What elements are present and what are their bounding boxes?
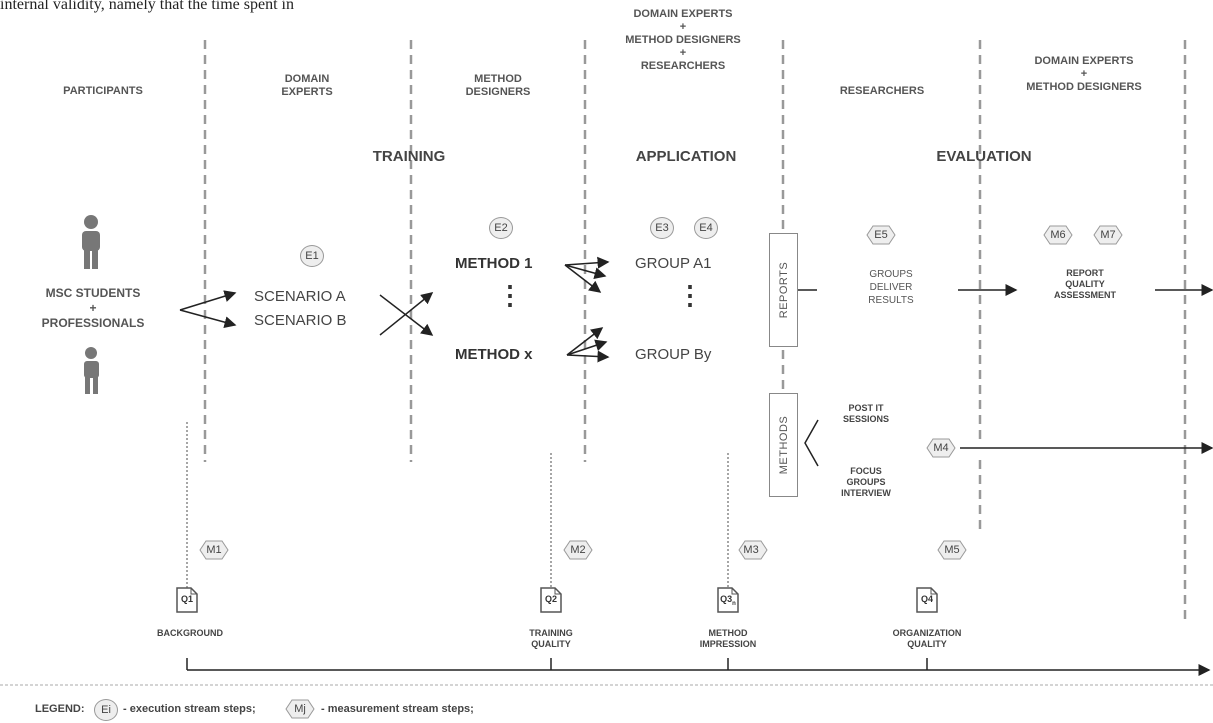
questionnaire-q2-icon: Q2 <box>540 587 562 613</box>
phase-application: APPLICATION <box>635 148 737 165</box>
questionnaire-q3-icon: Q3n <box>717 587 739 613</box>
measurement-step-m4: M4 <box>926 438 956 458</box>
person-icon-2 <box>84 347 99 394</box>
participants-label: MSC STUDENTS+PROFESSIONALS <box>41 286 145 330</box>
phase-training: TRAINING <box>372 148 446 165</box>
measurement-step-m1: M1 <box>199 540 229 560</box>
legend-ei-text: - execution stream steps; <box>123 703 256 715</box>
measurement-step-m2: M2 <box>563 540 593 560</box>
body-text-fragment: internal validity, namely that the time … <box>0 0 294 13</box>
reports-box: REPORTS <box>769 233 798 347</box>
questionnaire-q4-icon: Q4 <box>916 587 938 613</box>
execution-step-e1: E1 <box>300 245 324 267</box>
legend-ei-circle: Ei <box>94 699 118 721</box>
q1-label: BACKGROUND <box>157 628 223 638</box>
phase-evaluation: EVALUATION <box>936 148 1032 165</box>
method-x: METHOD x <box>455 346 533 363</box>
group-by: GROUP By <box>635 346 712 363</box>
measurement-step-m3: M3n <box>738 540 768 560</box>
scenario-b: SCENARIO B <box>254 312 347 329</box>
methods-box: METHODS <box>769 393 798 497</box>
header-domain-method: DOMAIN EXPERTS+METHOD DESIGNERS <box>1026 55 1142 93</box>
group-a1: GROUP A1 <box>635 255 712 272</box>
execution-step-e2: E2 <box>489 217 513 239</box>
header-researchers: RESEARCHERS <box>839 85 925 97</box>
execution-step-e3: E3 <box>650 217 674 239</box>
group-ellipsis: ⋮ <box>677 280 703 310</box>
measurement-step-m5: M5 <box>937 540 967 560</box>
person-icon-1 <box>82 215 100 269</box>
legend-mj-text: - measurement stream steps; <box>321 703 474 715</box>
measurement-step-m7: M7 <box>1093 225 1123 245</box>
scenario-a: SCENARIO A <box>254 288 346 305</box>
method-ellipsis: ⋮ <box>497 280 523 310</box>
method-1: METHOD 1 <box>455 255 533 272</box>
execution-step-e5: E5 <box>866 225 896 245</box>
header-combined-roles: DOMAIN EXPERTS+METHOD DESIGNERS+RESEARCH… <box>625 8 741 72</box>
measurement-step-m6: M6 <box>1043 225 1073 245</box>
header-participants: PARTICIPANTS <box>63 85 143 97</box>
execution-step-e4: E4 <box>694 217 718 239</box>
legend-mj-hexagon: Mj <box>285 699 315 719</box>
questionnaire-q1-icon: Q1 <box>176 587 198 613</box>
legend-prefix: LEGEND: <box>35 703 85 715</box>
